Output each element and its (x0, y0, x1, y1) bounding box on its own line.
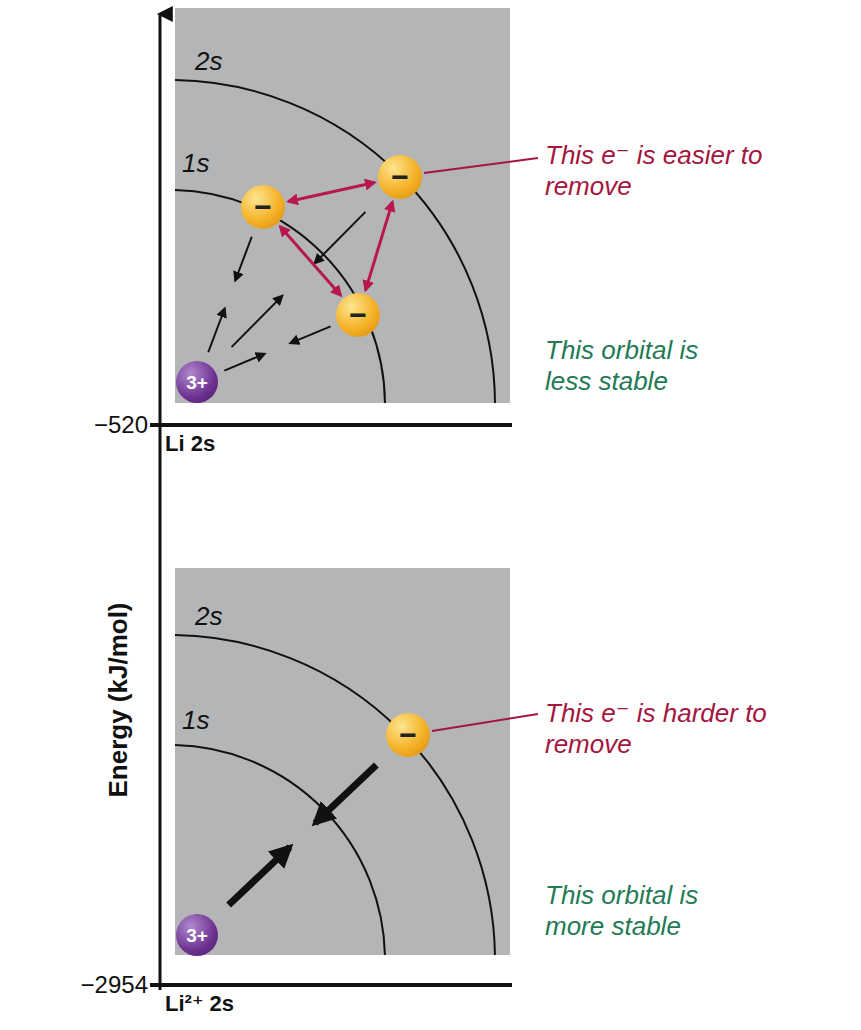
electron-sign: − (399, 720, 417, 750)
orbit-2s (175, 635, 495, 955)
orbit-arcs (175, 635, 495, 955)
panel-ground (175, 8, 510, 403)
orbit-arcs (175, 80, 495, 403)
orbit-2s (175, 80, 495, 403)
energy-level-line (150, 423, 512, 427)
orbital-label: 2s (195, 46, 222, 76)
stability-note: This orbital is more stable (545, 880, 735, 942)
electron-circle: − (336, 293, 380, 337)
attraction-arrow (232, 296, 283, 347)
charge-label: 3+ (186, 373, 208, 392)
attraction-arrow (235, 237, 252, 281)
electron-circle: − (378, 155, 422, 199)
callout-text: This e⁻ is easier to remove (545, 140, 815, 202)
orbital-label: 1s (182, 705, 209, 735)
stability-note: This orbital is less stable (545, 335, 735, 397)
callout-text: This e⁻ is harder to remove (545, 698, 815, 760)
electron-sign: − (254, 192, 272, 222)
energy-value: −520 (94, 410, 148, 440)
attraction-arrow (208, 309, 225, 353)
level-label: Li 2s (165, 431, 215, 457)
electron-sign: − (349, 300, 367, 330)
orbit-1s (175, 745, 385, 955)
panel-ground (175, 568, 510, 955)
repulsion-arrow (288, 183, 374, 202)
leader-line (432, 714, 538, 731)
electron-circle: − (241, 185, 285, 229)
energy-value: −2954 (81, 970, 148, 1000)
attraction-arrow (315, 212, 366, 263)
charge-label: 3+ (186, 926, 208, 945)
repulsion-arrow (280, 227, 341, 296)
nucleus-circle: 3+ (176, 361, 218, 403)
level-label: Li²⁺ 2s (165, 991, 234, 1017)
nucleus-circle: 3+ (176, 914, 218, 956)
axis-title: Energy (kJ/mol) (103, 602, 133, 797)
orbital-label: 2s (195, 601, 222, 631)
electron-circle: − (386, 713, 430, 757)
energy-axis (159, 14, 162, 990)
orbital-label: 1s (182, 148, 209, 178)
attraction-arrows (208, 212, 376, 905)
attraction-arrow (224, 354, 264, 371)
attraction-arrow (290, 326, 330, 343)
electron-sign: − (391, 162, 409, 192)
attraction-arrow (315, 765, 376, 823)
energy-level-line (150, 983, 512, 987)
repulsion-arrow (366, 202, 393, 290)
attraction-arrow (229, 847, 290, 905)
orbit-1s (175, 190, 385, 403)
orbital-panel: 2s 1s 3+ − (175, 568, 510, 955)
orbital-panel: 2s 1s 3+ − − − (175, 8, 510, 403)
leader-line (424, 158, 538, 173)
